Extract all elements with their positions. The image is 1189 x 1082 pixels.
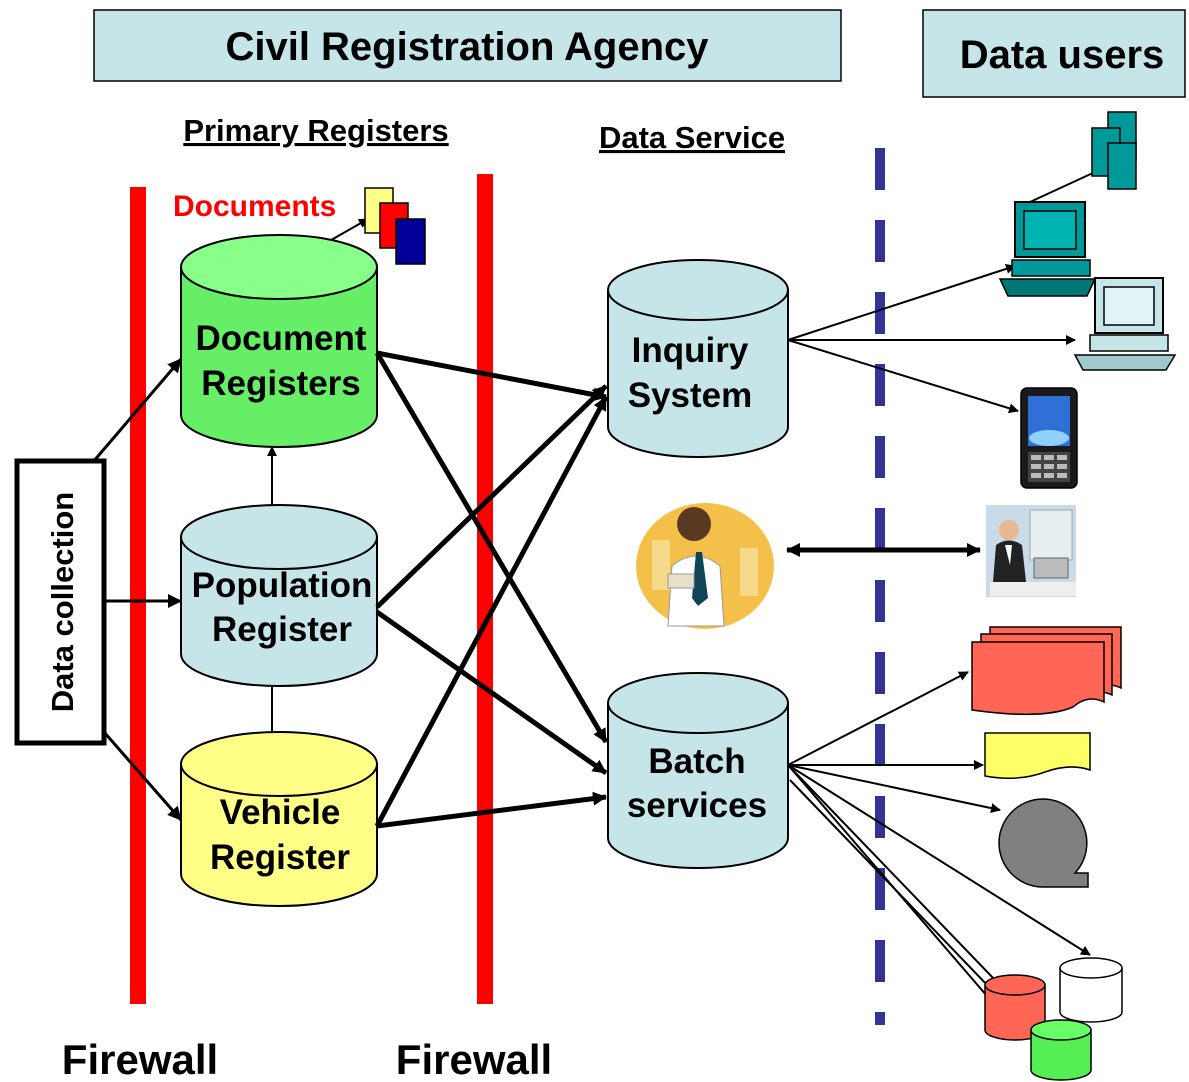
documents-icon	[364, 187, 426, 265]
storage-icon	[998, 798, 1089, 888]
document-registers-line2: Registers	[201, 364, 361, 403]
left-firewall-bar	[130, 187, 146, 1004]
population-register-line1: Population	[192, 566, 373, 605]
agency-title: Civil Registration Agency	[225, 25, 709, 69]
right-firewall-label: Firewall	[396, 1036, 552, 1082]
data-service-heading: Data Service	[599, 120, 785, 155]
users-title-box: Data users	[922, 9, 1186, 98]
inquiry-output-arrows	[787, 264, 1076, 414]
document-icon	[984, 732, 1091, 779]
mobile-phone-icon	[1020, 387, 1078, 489]
vehicle-register-line2: Register	[210, 838, 350, 877]
desktop-computer-icon	[998, 201, 1097, 297]
database-icon	[984, 957, 1123, 1081]
inquiry-system-line2: System	[628, 376, 753, 415]
person-on-phone-icon	[636, 503, 774, 629]
report-stack-icon	[971, 626, 1122, 716]
documents-label: Documents	[173, 190, 336, 223]
batch-services-line2: services	[627, 786, 767, 825]
vehicle-register-cylinder: Vehicle Register	[180, 731, 378, 907]
population-register-cylinder: Population Register	[180, 504, 378, 687]
desktop-computer-icon	[1073, 277, 1177, 371]
inquiry-system-line1: Inquiry	[632, 331, 749, 370]
right-firewall-bar	[477, 174, 493, 1004]
server-stack-icon	[1091, 111, 1137, 190]
data-collection-box: Data collection	[14, 458, 107, 746]
agency-title-box: Civil Registration Agency	[93, 9, 842, 82]
document-registers-line1: Document	[195, 319, 366, 358]
primary-registers-heading: Primary Registers	[183, 113, 448, 148]
left-firewall-label: Firewall	[62, 1036, 218, 1082]
population-register-line2: Register	[212, 610, 352, 649]
inquiry-system-cylinder: Inquiry System	[607, 259, 789, 458]
users-title: Data users	[960, 33, 1165, 77]
document-registers-cylinder: Document Registers	[180, 234, 378, 448]
collection-arrows	[91, 358, 183, 821]
vehicle-register-line1: Vehicle	[220, 793, 341, 832]
batch-services-cylinder: Batch services	[607, 672, 789, 869]
register-service-arrows	[374, 350, 609, 829]
batch-services-line1: Batch	[648, 742, 745, 781]
office-worker-icon	[986, 505, 1076, 597]
data-collection-label: Data collection	[45, 492, 80, 713]
